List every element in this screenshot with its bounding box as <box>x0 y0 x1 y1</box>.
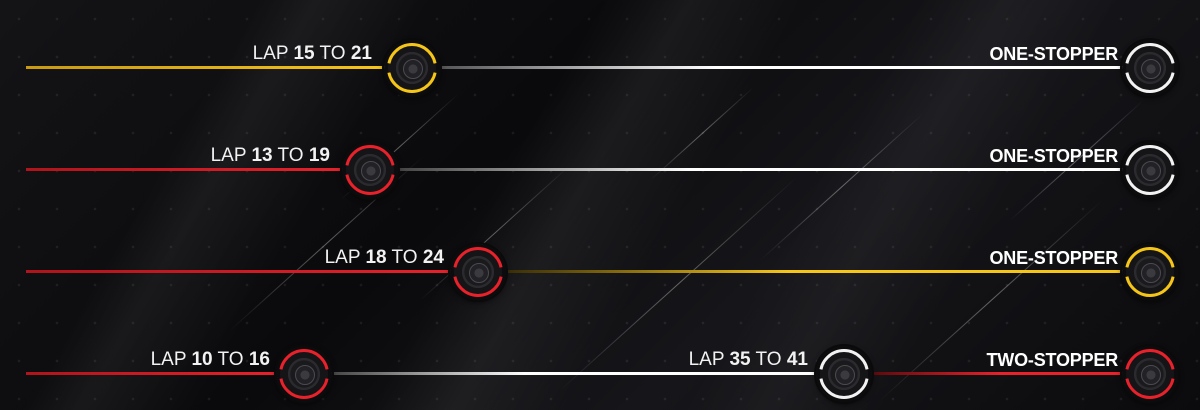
stint-2-laps: LAP 35 TO 41 <box>688 349 808 370</box>
stint-line-soft <box>26 168 346 171</box>
stint-1-laps: LAP 13 TO 19 <box>210 145 330 166</box>
soft-tyre-icon <box>276 346 332 402</box>
stint-line-medium <box>26 66 386 69</box>
stint-line-hard <box>330 372 816 375</box>
strategy-label: ONE-STOPPER <box>989 146 1119 166</box>
stint-1-laps: LAP 18 TO 24 <box>324 247 444 268</box>
hard-tyre-icon <box>1122 142 1178 198</box>
strategy-row-4: LAP 10 TO 16 LAP 35 TO 41 TWO-STOPPER <box>0 306 1200 402</box>
stint-line-medium <box>508 270 1130 273</box>
soft-tyre-icon <box>1122 346 1178 402</box>
stint-line-soft <box>26 372 276 375</box>
stint-line-soft <box>26 270 454 273</box>
strategy-row-2: LAP 13 TO 19 ONE-STOPPER <box>0 102 1200 198</box>
stint-line-hard <box>398 168 1130 171</box>
stint-1-laps: LAP 15 TO 21 <box>252 43 372 64</box>
strategy-label: TWO-STOPPER <box>986 350 1119 370</box>
strategy-label: ONE-STOPPER <box>989 44 1119 64</box>
strategy-row-3: LAP 18 TO 24 ONE-STOPPER <box>0 204 1200 300</box>
soft-tyre-icon <box>450 244 506 300</box>
strategy-row-1: LAP 15 TO 21 ONE-STOPPER <box>0 0 1200 96</box>
soft-tyre-icon <box>342 142 398 198</box>
stint-1-laps: LAP 10 TO 16 <box>150 349 270 370</box>
strategy-label: ONE-STOPPER <box>989 248 1119 268</box>
medium-tyre-icon <box>384 40 440 96</box>
stint-line-soft <box>870 372 1130 375</box>
hard-tyre-icon <box>1122 40 1178 96</box>
medium-tyre-icon <box>1122 244 1178 300</box>
hard-tyre-icon <box>816 346 872 402</box>
stint-line-hard <box>440 66 1130 69</box>
